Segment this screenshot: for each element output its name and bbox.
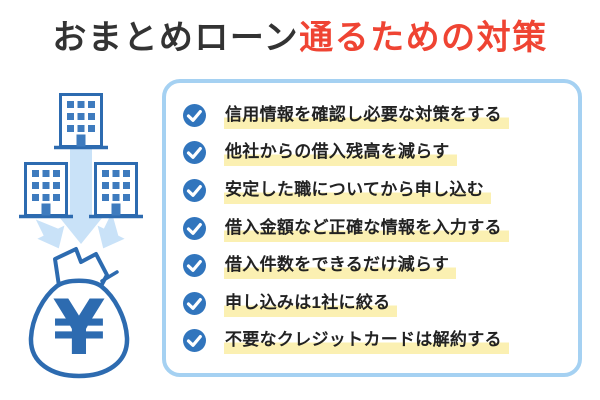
building-icon — [17, 161, 75, 219]
check-icon — [183, 329, 206, 353]
illustration-canvas: ¥ — [17, 92, 145, 379]
checklist-item: 信用情報を確認し必要な対策をする — [183, 101, 568, 129]
title-accent: 通るための対策 — [299, 19, 548, 57]
consolidation-illustration: ¥ — [8, 86, 158, 386]
check-icon — [183, 291, 206, 315]
building-icon — [52, 92, 110, 150]
check-icon — [183, 141, 206, 165]
down-arrow-icon — [60, 148, 102, 244]
check-icon — [183, 103, 206, 127]
money-bag-icon: ¥ — [28, 247, 130, 379]
checklist-panel: 信用情報を確認し必要な対策をする 他社からの借入残高を減らす 安定した職について… — [162, 79, 582, 377]
checklist-item-text: 信用情報を確認し必要な対策をする — [224, 101, 509, 129]
yen-symbol: ¥ — [53, 283, 106, 372]
check-icon — [183, 178, 206, 202]
checklist-item-text: 借入金額など正確な情報を入力する — [224, 214, 509, 242]
checklist-item: 安定した職についてから申し込む — [183, 176, 568, 204]
checklist-item: 借入金額など正確な情報を入力する — [183, 214, 568, 242]
building-icon — [87, 161, 145, 219]
checklist-item: 申し込みは1社に絞る — [183, 289, 568, 317]
checklist-item: 他社からの借入残高を減らす — [183, 139, 568, 167]
checklist-item-text: 申し込みは1社に絞る — [224, 289, 398, 317]
checklist-item-text: 不要なクレジットカードは解約する — [224, 327, 509, 355]
checklist-item-text: 安定した職についてから申し込む — [224, 176, 491, 204]
checklist-item: 不要なクレジットカードは解約する — [183, 327, 568, 355]
checklist-item-text: 他社からの借入残高を減らす — [224, 139, 457, 167]
checklist-item-text: 借入件数をできるだけ減らす — [224, 252, 457, 280]
title-main: おまとめローン — [52, 19, 300, 57]
check-icon — [183, 216, 206, 240]
check-icon — [183, 254, 206, 278]
page-title: おまとめローン通るための対策 — [0, 18, 600, 59]
checklist-item: 借入件数をできるだけ減らす — [183, 252, 568, 280]
